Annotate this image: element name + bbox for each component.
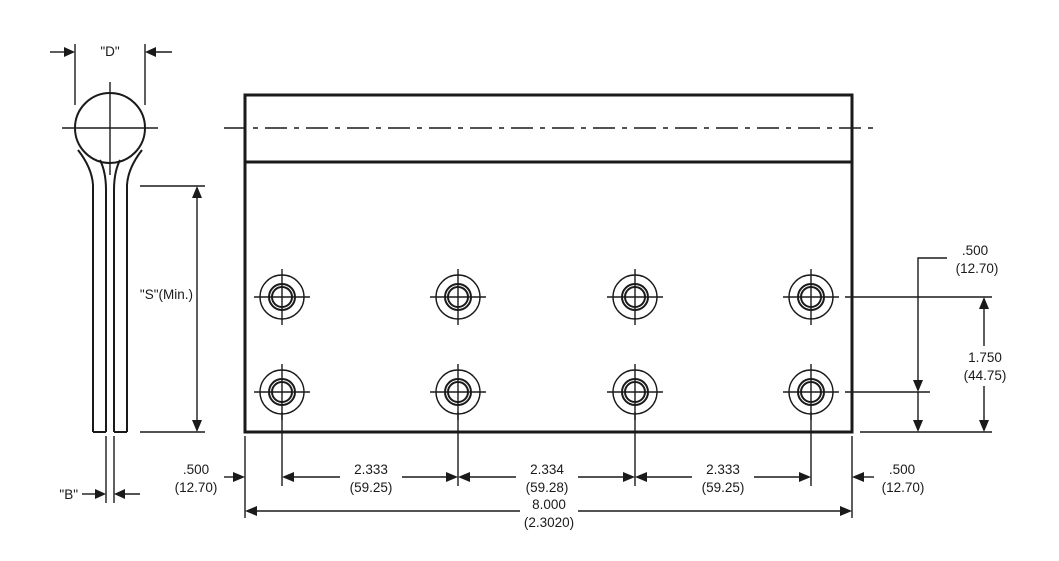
d-arrow-right bbox=[145, 47, 156, 57]
top-right-offset-arrow-top bbox=[913, 380, 923, 392]
overall-length-mm: (2.3020) bbox=[524, 515, 574, 530]
top-right-offset-arrow-bottom bbox=[913, 420, 923, 432]
pin-side-view: "D" "S"(Min.) "B" bbox=[50, 44, 205, 503]
right-offset-inch: .500 bbox=[889, 462, 915, 477]
overall-length-arrow-left bbox=[245, 506, 257, 516]
s-arrow-bottom bbox=[192, 420, 202, 432]
overall-length-inch: 8.000 bbox=[532, 497, 566, 512]
s-arrow-top bbox=[192, 186, 202, 198]
spacing-3-mm: (59.25) bbox=[702, 480, 745, 495]
plate-outline bbox=[243, 93, 854, 434]
spacing-1-arrow-right bbox=[446, 472, 458, 482]
pin-leaf-inner-right bbox=[113, 159, 121, 432]
spacing-3-arrow-left bbox=[635, 472, 647, 482]
spacing-2-arrow-left bbox=[458, 472, 470, 482]
mounting-hole bbox=[783, 364, 839, 420]
right-dimensions: 1.750 (44.75) .500 (12.70) bbox=[845, 243, 1015, 433]
right-offset-mm: (12.70) bbox=[882, 480, 925, 495]
mounting-holes bbox=[254, 269, 839, 420]
spacing-1-mm: (59.25) bbox=[350, 480, 393, 495]
b-arrow-left bbox=[95, 489, 106, 499]
d-label: "D" bbox=[100, 44, 120, 59]
top-right-offset-inch: .500 bbox=[962, 243, 988, 258]
spacing-3-inch: 2.333 bbox=[706, 462, 740, 477]
pin-leaf-outer-left bbox=[77, 149, 94, 432]
d-arrow-left bbox=[64, 47, 75, 57]
mounting-hole bbox=[254, 364, 310, 420]
spacing-1-arrow-left bbox=[282, 472, 294, 482]
bottom-dimensions: .500 (12.70) .500 (12.70) 2.333 (59.25) … bbox=[175, 412, 925, 532]
row-spacing-arrow-top bbox=[979, 297, 989, 309]
spacing-2-mm: (59.28) bbox=[526, 480, 569, 495]
b-arrow-right bbox=[114, 489, 125, 499]
mounting-hole bbox=[430, 364, 486, 420]
left-offset-inch: .500 bbox=[183, 462, 209, 477]
plate-front-view bbox=[224, 93, 874, 434]
row-spacing-inch: 1.750 bbox=[968, 350, 1002, 365]
left-offset-arrow bbox=[233, 472, 245, 482]
row-spacing-arrow-bottom bbox=[979, 420, 989, 432]
pin-leaf-inner-left bbox=[99, 159, 107, 432]
overall-length-arrow-right bbox=[840, 506, 852, 516]
s-label: "S"(Min.) bbox=[140, 287, 193, 302]
mounting-hole bbox=[607, 269, 663, 325]
overall-length-label-bg bbox=[520, 498, 578, 532]
spacing-1-inch: 2.333 bbox=[354, 462, 388, 477]
mounting-hole bbox=[430, 269, 486, 325]
b-label: "B" bbox=[59, 487, 78, 502]
row-spacing-label-bg bbox=[955, 346, 1015, 386]
left-offset-mm: (12.70) bbox=[175, 480, 218, 495]
top-right-offset-leader bbox=[917, 257, 947, 384]
spacing-2-arrow-right bbox=[623, 472, 635, 482]
top-right-offset-mm: (12.70) bbox=[956, 261, 999, 276]
spacing-3-arrow-right bbox=[799, 472, 811, 482]
right-offset-arrow bbox=[852, 472, 864, 482]
mounting-hole bbox=[254, 269, 310, 325]
pin-leaf-outer-right bbox=[126, 149, 143, 432]
mounting-hole bbox=[783, 269, 839, 325]
spacing-2-inch: 2.334 bbox=[530, 462, 564, 477]
row-spacing-mm: (44.75) bbox=[964, 368, 1007, 383]
mounting-hole bbox=[607, 364, 663, 420]
